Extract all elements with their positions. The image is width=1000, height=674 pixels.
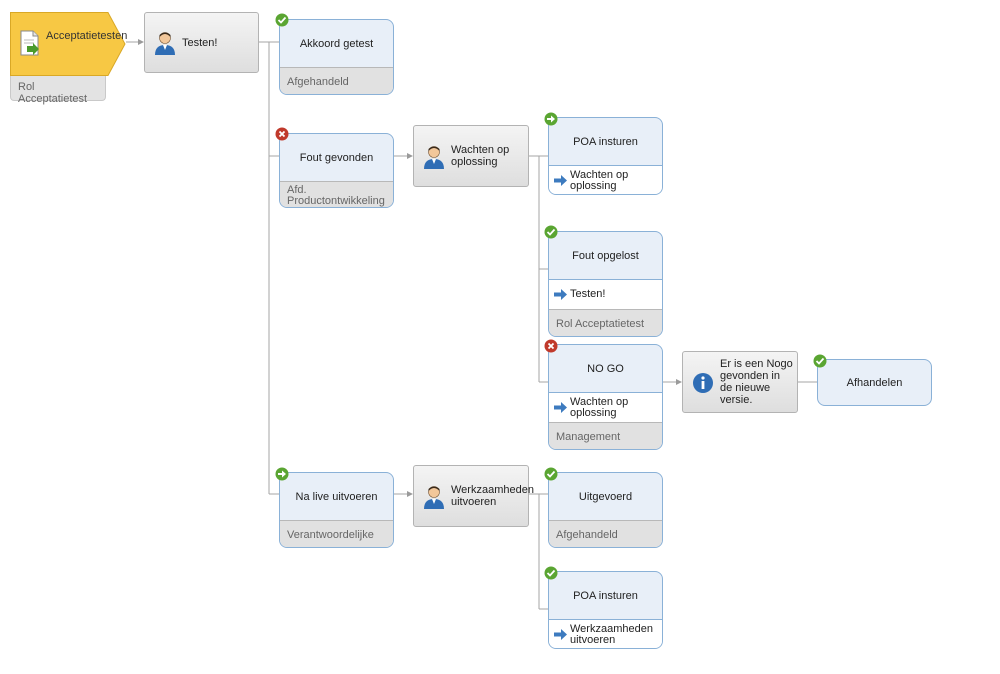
task-nogo-info[interactable]: Er is een Nogo gevonden in de nieuwe ver… (682, 351, 798, 413)
decision-poa-insturen[interactable]: POA insturen Wachten op oplossing (548, 117, 663, 195)
arrow-right-icon (554, 402, 567, 413)
arrow-right-icon (554, 289, 567, 300)
decision-label: Akkoord getest (299, 37, 374, 50)
decision-afhandelen[interactable]: Afhandelen (817, 359, 932, 406)
decision-next-label: Wachten op oplossing (570, 168, 629, 192)
arrow-right-icon (275, 467, 289, 481)
decision-label: POA insturen (573, 589, 638, 602)
task-label: Wachten op oplossing (451, 144, 510, 168)
person-icon (424, 146, 444, 169)
document-arrow-icon (20, 30, 39, 56)
decision-role: Afgehandeld (280, 67, 393, 94)
person-icon (424, 486, 444, 509)
decision-no-go[interactable]: NO GO Wachten op oplossing Management (548, 344, 663, 450)
decision-label: Na live uitvoeren (295, 490, 378, 503)
decision-label: POA insturen (573, 135, 638, 148)
decision-role: Rol Acceptatietest (549, 309, 662, 336)
decision-label: Afhandelen (846, 376, 903, 389)
arrow-right-icon (554, 175, 567, 186)
decision-role: Afd. Productontwikkeling (280, 181, 393, 207)
error-icon (544, 339, 558, 353)
decision-next-label: Wachten op oplossing (570, 395, 629, 419)
task-label: Er is een Nogo gevonden in de nieuwe ver… (720, 358, 793, 406)
check-icon (275, 13, 289, 27)
person-icon (155, 32, 175, 55)
check-icon (544, 467, 558, 481)
decision-label: Fout opgelost (572, 249, 639, 262)
decision-next-step: Testen! (549, 279, 662, 309)
decision-label: Uitgevoerd (578, 490, 633, 503)
start-node-label: Acceptatietesten (46, 30, 128, 42)
decision-na-live-uitvoeren[interactable]: Na live uitvoeren Verantwoordelijke (279, 472, 394, 548)
decision-next-step: Wachten op oplossing (549, 165, 662, 194)
arrow-right-icon (554, 629, 567, 640)
decision-uitgevoerd[interactable]: Uitgevoerd Afgehandeld (548, 472, 663, 548)
arrow-right-icon (544, 112, 558, 126)
decision-next-label: Testen! (570, 288, 606, 300)
info-icon (693, 373, 713, 393)
check-icon (544, 566, 558, 580)
task-testen[interactable]: Testen! (144, 12, 259, 73)
decision-role: Management (549, 422, 662, 449)
check-icon (813, 354, 827, 368)
start-node-role: Rol Acceptatietest (10, 76, 106, 105)
task-label: Testen! (182, 36, 218, 49)
decision-poa-insturen-2[interactable]: POA insturen Werkzaamheden uitvoeren (548, 571, 663, 649)
decision-label: Fout gevonden (299, 151, 374, 164)
decision-next-step: Werkzaamheden uitvoeren (549, 619, 662, 648)
decision-fout-gevonden[interactable]: Fout gevonden Afd. Productontwikkeling (279, 133, 394, 208)
decision-role: Verantwoordelijke (280, 520, 393, 547)
decision-akkoord-getest[interactable]: Akkoord getest Afgehandeld (279, 19, 394, 95)
decision-fout-opgelost[interactable]: Fout opgelost Testen! Rol Acceptatietest (548, 231, 663, 337)
check-icon (544, 225, 558, 239)
decision-next-label: Werkzaamheden uitvoeren (570, 622, 653, 646)
task-werkzaamheden-uitvoeren[interactable]: Werkzaamheden uitvoeren (413, 465, 534, 527)
task-label: Werkzaamheden uitvoeren (451, 484, 534, 508)
decision-next-step: Wachten op oplossing (549, 392, 662, 422)
error-icon (275, 127, 289, 141)
decision-label: NO GO (587, 362, 624, 375)
task-wachten-op-oplossing[interactable]: Wachten op oplossing (413, 125, 529, 187)
start-node-shape[interactable] (10, 12, 126, 76)
decision-role: Afgehandeld (549, 520, 662, 547)
